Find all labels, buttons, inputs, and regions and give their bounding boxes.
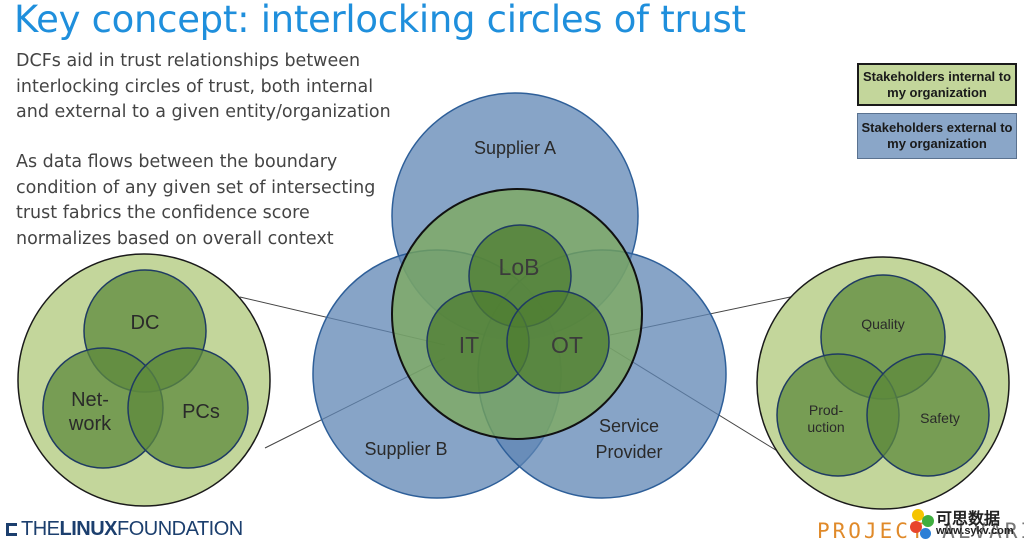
watermark: 可思数据 www.sykv.com: [906, 505, 1024, 546]
production-label-line2: uction: [807, 419, 844, 435]
supplier-a-label: Supplier A: [474, 138, 556, 158]
dataflow-paragraph: As data flows between the boundary condi…: [16, 152, 376, 249]
network-label-line1: Net-: [71, 389, 109, 411]
legend-internal: Stakeholders internal to my organization: [857, 63, 1017, 106]
safety-label: Safety: [920, 410, 960, 426]
project-word: PROJECT: [817, 519, 943, 543]
alvarium-word: ALVARIUM: [942, 519, 1024, 543]
ot-label: OT: [551, 332, 583, 358]
lob-label: LoB: [499, 254, 540, 280]
pcs-label: PCs: [182, 401, 220, 423]
it-label: IT: [459, 332, 479, 358]
dc-label: DC: [131, 312, 160, 334]
intro-paragraph: DCFs aid in trust relationships between …: [16, 51, 391, 122]
lf-linux: LINUX: [59, 518, 118, 540]
quality-label: Quality: [861, 316, 905, 332]
safety-circle: [866, 353, 990, 477]
ot-circle: [506, 290, 610, 394]
service-provider-label-line2: Provider: [595, 442, 662, 462]
pcs-circle: [127, 347, 249, 469]
lf-foundation: FOUNDATION: [117, 518, 243, 540]
supplier-b-label: Supplier B: [364, 439, 447, 459]
production-label-line1: Prod-: [809, 402, 844, 418]
watermark-url: www.sykv.com: [936, 525, 1014, 537]
network-label-line2: work: [68, 413, 112, 435]
page-title: Key concept: interlocking circles of tru…: [14, 0, 746, 41]
legend-external: Stakeholders external to my organization: [857, 113, 1017, 159]
linux-foundation-mark-icon: [6, 523, 17, 536]
project-alvarium-logo: PROJECT ALVARIUM: [817, 519, 1024, 543]
watermark-text: 可思数据: [936, 511, 1001, 528]
linux-foundation-logo: THELINUXFOUNDATION: [6, 518, 243, 541]
lf-the: THE: [21, 518, 60, 540]
service-provider-label-line1: Service: [599, 416, 659, 436]
